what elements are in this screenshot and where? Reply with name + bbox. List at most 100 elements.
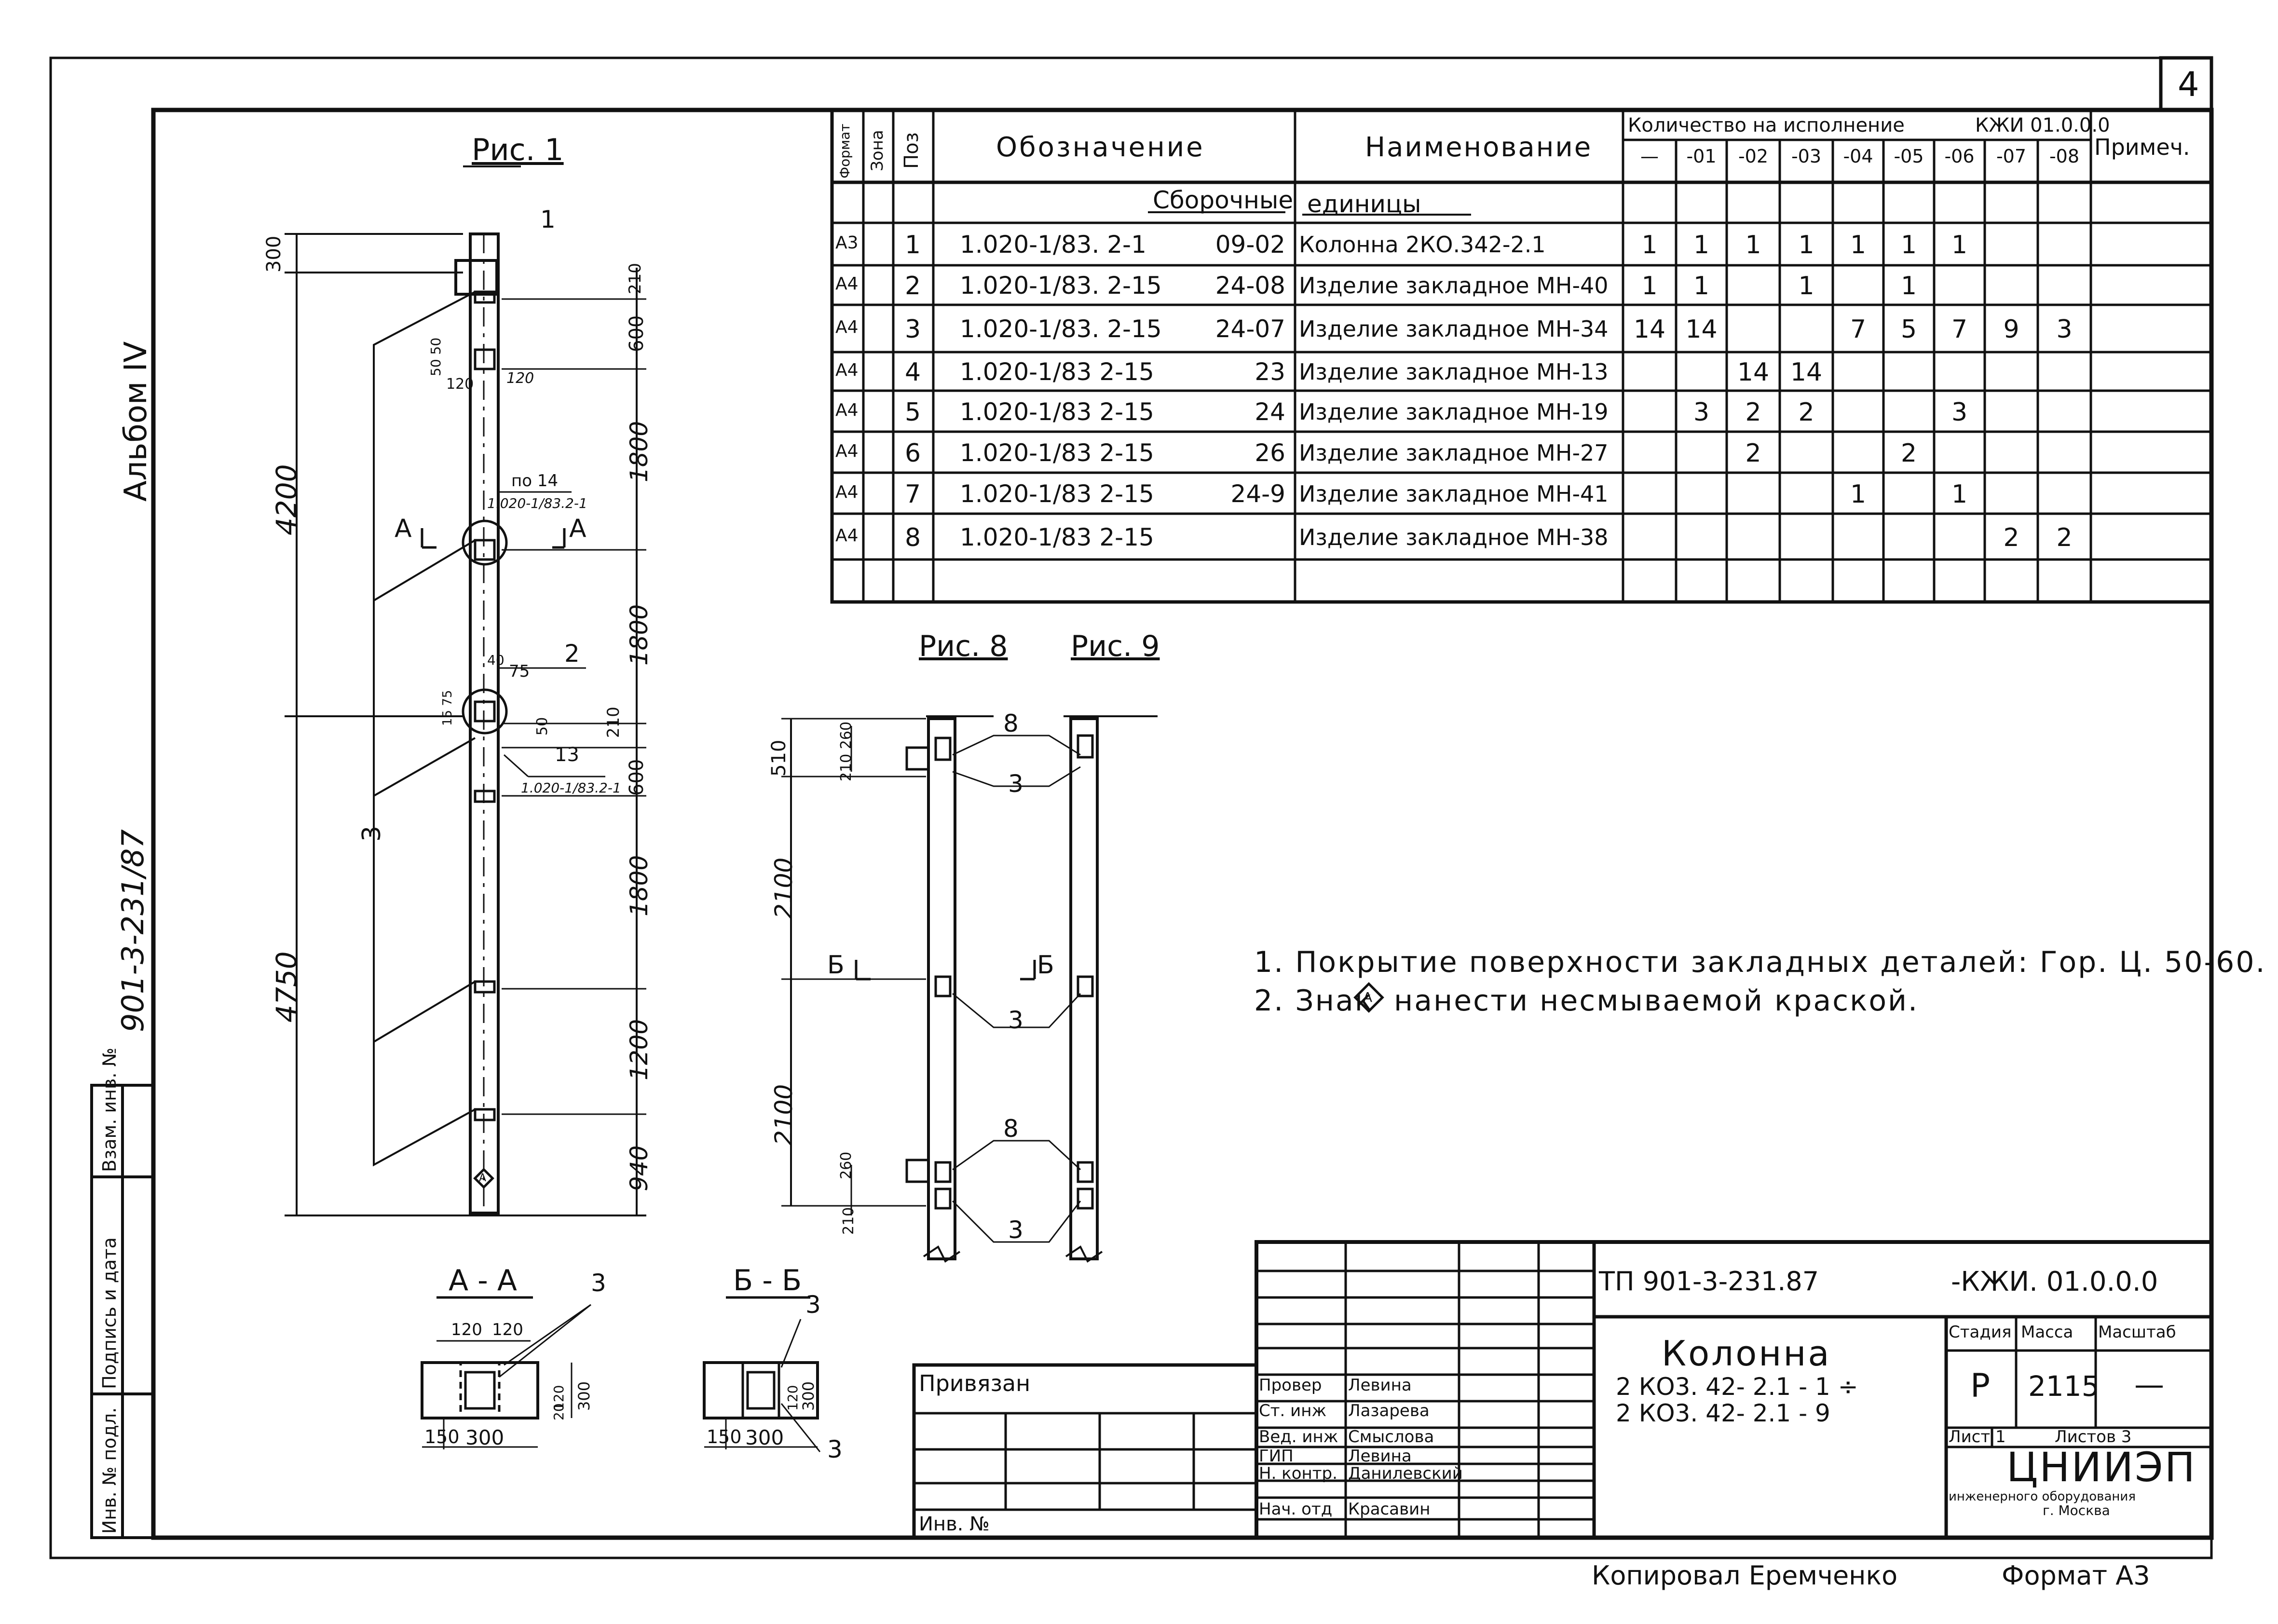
mass-label: Масса	[2021, 1323, 2073, 1342]
section-bb-pos-a: 3	[805, 1291, 821, 1319]
spec-row-qty: 5	[1900, 315, 1917, 344]
spec-row-name: Изделие закладное МН-13	[1299, 359, 1609, 385]
spec-row-qty: 2	[1745, 438, 1761, 468]
fig89-section-b-right: Б	[1037, 951, 1054, 980]
spec-section-label-b: единицы	[1307, 190, 1421, 218]
fig1-drawing	[285, 165, 646, 1216]
spec-row-name: Изделие закладное МН-38	[1299, 524, 1609, 550]
spec-row-designation-sheet: 24-07	[1215, 315, 1285, 343]
spec-row-pos: 4	[905, 358, 921, 387]
spec-variant-header: -01	[1686, 146, 1717, 167]
spec-variant-header: -06	[1944, 146, 1975, 167]
spec-row-format: А4	[835, 525, 859, 546]
fig89-dim-260: 260	[838, 1151, 855, 1179]
fig1-dim-4200: 4200	[270, 464, 303, 535]
sheet-label: Лист 1	[1949, 1427, 2006, 1447]
spec-row-name: Колонна 2КО.342-2.1	[1299, 232, 1546, 258]
fig89-dim-210260: 210 260	[838, 721, 855, 781]
doc-code: ТП 901-3-231.87	[1599, 1266, 1819, 1296]
spec-row-name: Изделие закладное МН-27	[1299, 439, 1609, 466]
spec-row-designation: 1.020-1/83. 2-15	[960, 315, 1162, 343]
spec-header-name: Наименование	[1365, 132, 1593, 163]
spec-row-format: А4	[835, 360, 859, 380]
fig89-pos-8b: 8	[1003, 1115, 1019, 1143]
fig1-dim-50: 50	[534, 717, 551, 736]
spec-variant-header: -02	[1738, 146, 1769, 167]
fig1-dim-300: 300	[263, 235, 285, 273]
sheet-number: 4	[2178, 65, 2199, 104]
signer-role: Нач. отд	[1259, 1500, 1333, 1519]
spec-row-format: А4	[835, 482, 859, 502]
side-stamp-cell-2: Подпись и дата	[99, 1237, 120, 1389]
privyazan-label: Привязан	[919, 1370, 1031, 1396]
signer-role: ГИП	[1259, 1447, 1294, 1466]
spec-row-qty: 14	[1685, 315, 1718, 344]
copied-by: Копировал Еремченко	[1592, 1560, 1898, 1591]
fig1-dim-1575: 15 75	[440, 690, 455, 726]
spec-row-designation: 1.020-1/83. 2-1	[960, 231, 1146, 259]
spec-row-pos: 6	[905, 438, 921, 468]
fig1-pos-3: 3	[357, 825, 386, 842]
stage-value: Р	[1970, 1367, 1991, 1405]
spec-row-qty: 2	[1745, 397, 1761, 427]
signer-name: Красавин	[1348, 1500, 1431, 1519]
spec-header-zone: Зона	[868, 130, 887, 171]
section-aa-pos: 3	[591, 1269, 606, 1297]
spec-row-designation: 1.020-1/83 2-15	[960, 397, 1154, 426]
spec-row-qty: 1	[1745, 231, 1761, 259]
spec-row-designation-sheet: 24-08	[1215, 272, 1285, 300]
org-name: ЦНИИЭП	[2006, 1444, 2196, 1491]
spec-row-qty: 7	[1850, 315, 1867, 344]
fig1-sign: А	[479, 1172, 487, 1184]
fig8-title: Рис. 8	[919, 629, 1008, 663]
spec-row-designation: 1.020-1/83 2-15	[960, 479, 1154, 508]
spec-row-designation: 1.020-1/83. 2-15	[960, 272, 1162, 300]
side-stamp-cell-1: Инв. № подл.	[99, 1407, 120, 1534]
spec-row-qty: 1	[1641, 231, 1658, 259]
section-aa-title: А - А	[449, 1264, 517, 1297]
spec-row-designation-sheet: 24-9	[1230, 479, 1285, 508]
section-bb-dim-120v: 120	[785, 1385, 801, 1411]
fig1-dim-120b: 120	[506, 370, 534, 387]
spec-row-qty: 2	[1900, 438, 1917, 468]
fig1-pos-2: 2	[564, 640, 580, 668]
spec-row-qty: 1	[1641, 272, 1658, 300]
fig1-section-a-left: А	[395, 514, 412, 543]
fig1-dim-1800a: 1800	[625, 421, 653, 482]
fig1-dim-600b: 600	[626, 759, 648, 796]
section-aa-dim-120a: 120	[451, 1320, 482, 1339]
fig1-section-a-right: А	[569, 514, 587, 543]
section-aa-dim-300v: 300	[575, 1381, 593, 1411]
signer-name: Левина	[1348, 1447, 1412, 1466]
spec-row-pos: 1	[905, 231, 921, 259]
spec-row-pos: 7	[905, 479, 921, 509]
spec-row-name: Изделие закладное МН-34	[1299, 316, 1609, 342]
fig1-ref-1a: по 14	[511, 471, 559, 491]
drawing-title: Колонна	[1662, 1333, 1831, 1374]
spec-row-designation-sheet: 09-02	[1215, 231, 1285, 259]
signer-name: Смыслова	[1348, 1427, 1434, 1447]
spec-section-label-a: Сборочные	[1153, 186, 1294, 214]
spec-row-qty: 2	[2056, 523, 2073, 552]
fig89-section-b-left: Б	[827, 951, 845, 980]
scale-value: —	[2134, 1367, 2164, 1402]
notes-sign	[1353, 982, 1384, 1013]
fig89-pos-3c: 3	[1008, 1216, 1023, 1244]
spec-row-qty: 1	[1693, 272, 1710, 300]
section-bb-drawing	[703, 1296, 821, 1452]
spec-row-qty: 14	[1633, 315, 1666, 344]
spec-header-note: Примеч.	[2094, 134, 2190, 160]
fig1-ref-2b: 1.020-1/83.2-1	[521, 780, 621, 796]
section-bb-pos-b: 3	[827, 1435, 843, 1463]
signer-role: Н. контр.	[1259, 1464, 1337, 1483]
fig1-dim-1800c: 1800	[625, 855, 653, 916]
fig89-dim-2100b: 2100	[770, 1084, 798, 1146]
signer-name: Левина	[1348, 1376, 1412, 1395]
spec-row-qty: 9	[2003, 315, 2019, 344]
spec-row-designation-sheet: 26	[1255, 438, 1285, 467]
section-bb-dim-300v: 300	[799, 1381, 818, 1411]
spec-row-qty: 1	[1951, 231, 1968, 259]
fig9-title: Рис. 9	[1071, 629, 1160, 663]
spec-row-name: Изделие закладное МН-19	[1299, 398, 1609, 425]
